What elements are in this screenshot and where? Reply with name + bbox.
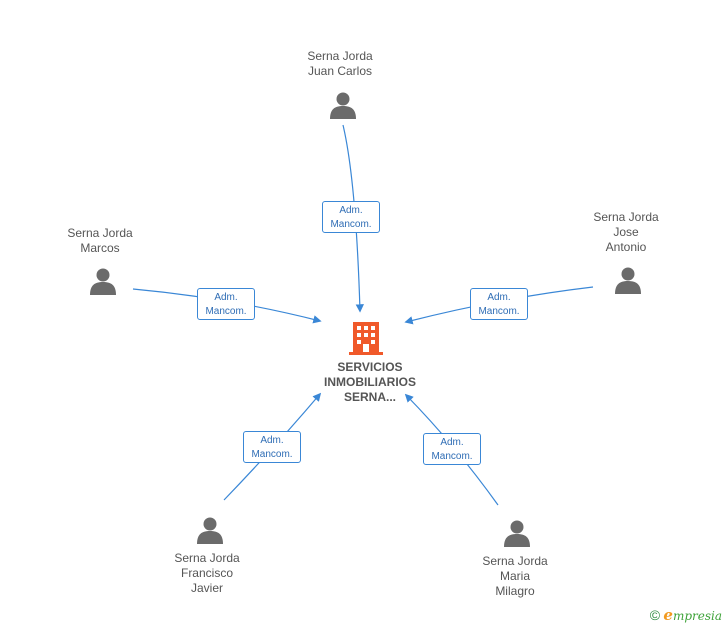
role-badge-francisco-javier: Adm. Mancom. [243, 431, 301, 463]
role-badge-maria-milagro: Adm. Mancom. [423, 433, 481, 465]
company-label[interactable]: SERVICIOS INMOBILIARIOS SERNA... [300, 360, 440, 405]
brand-watermark[interactable]: © empresia [650, 606, 722, 624]
role-line: Mancom. [251, 449, 293, 460]
person-name-line: Serna Jorda [307, 49, 373, 63]
person-name-line: Serna Jorda [174, 551, 240, 565]
role-line: Adm. [260, 435, 284, 446]
person-label-juan-carlos[interactable]: Serna Jorda Juan Carlos [270, 49, 410, 79]
person-label-marcos[interactable]: Serna Jorda Marcos [30, 226, 170, 256]
role-badge-marcos: Adm. Mancom. [197, 288, 255, 320]
copyright-icon: © [649, 607, 661, 623]
role-line: Adm. [440, 437, 464, 448]
person-name-line: Antonio [605, 240, 647, 254]
person-label-jose-antonio[interactable]: Serna Jorda Jose Antonio [556, 210, 696, 255]
person-name-line: Juan Carlos [307, 64, 373, 78]
person-icon-marcos[interactable] [90, 268, 116, 296]
company-name-line: SERNA... [343, 390, 396, 404]
role-line: Adm. [214, 292, 238, 303]
brand-initial: e [663, 606, 673, 624]
brand-name: mpresia [672, 609, 722, 623]
building-icon [349, 322, 383, 355]
role-line: Mancom. [478, 306, 520, 317]
person-icon-francisco-javier[interactable] [197, 517, 223, 545]
person-name-line: Milagro [495, 584, 535, 598]
role-line: Adm. [339, 205, 363, 216]
company-name-line: INMOBILIARIOS [324, 375, 416, 389]
role-line: Adm. [487, 292, 511, 303]
person-name-line: Serna Jorda [482, 554, 548, 568]
person-name-line: Maria [499, 569, 530, 583]
role-line: Mancom. [431, 451, 473, 462]
person-label-maria-milagro[interactable]: Serna Jorda Maria Milagro [445, 554, 585, 599]
company-name-line: SERVICIOS [337, 360, 403, 374]
person-name-line: Serna Jorda [67, 226, 133, 240]
person-name-line: Marcos [80, 241, 120, 255]
person-icon-maria-milagro[interactable] [504, 520, 530, 548]
role-badge-juan-carlos: Adm. Mancom. [322, 201, 380, 233]
edge-juan-carlos [342, 124, 364, 313]
role-line: Mancom. [330, 219, 372, 230]
person-name-line: Serna Jorda [593, 210, 659, 224]
person-icon-jose-antonio[interactable] [615, 267, 641, 295]
role-line: Mancom. [205, 306, 247, 317]
person-name-line: Francisco [180, 566, 233, 580]
person-name-line: Javier [190, 581, 223, 595]
person-name-line: Jose [613, 225, 639, 239]
person-label-francisco-javier[interactable]: Serna Jorda Francisco Javier [137, 551, 277, 596]
person-icon-juan-carlos[interactable] [330, 92, 356, 120]
role-badge-jose-antonio: Adm. Mancom. [470, 288, 528, 320]
